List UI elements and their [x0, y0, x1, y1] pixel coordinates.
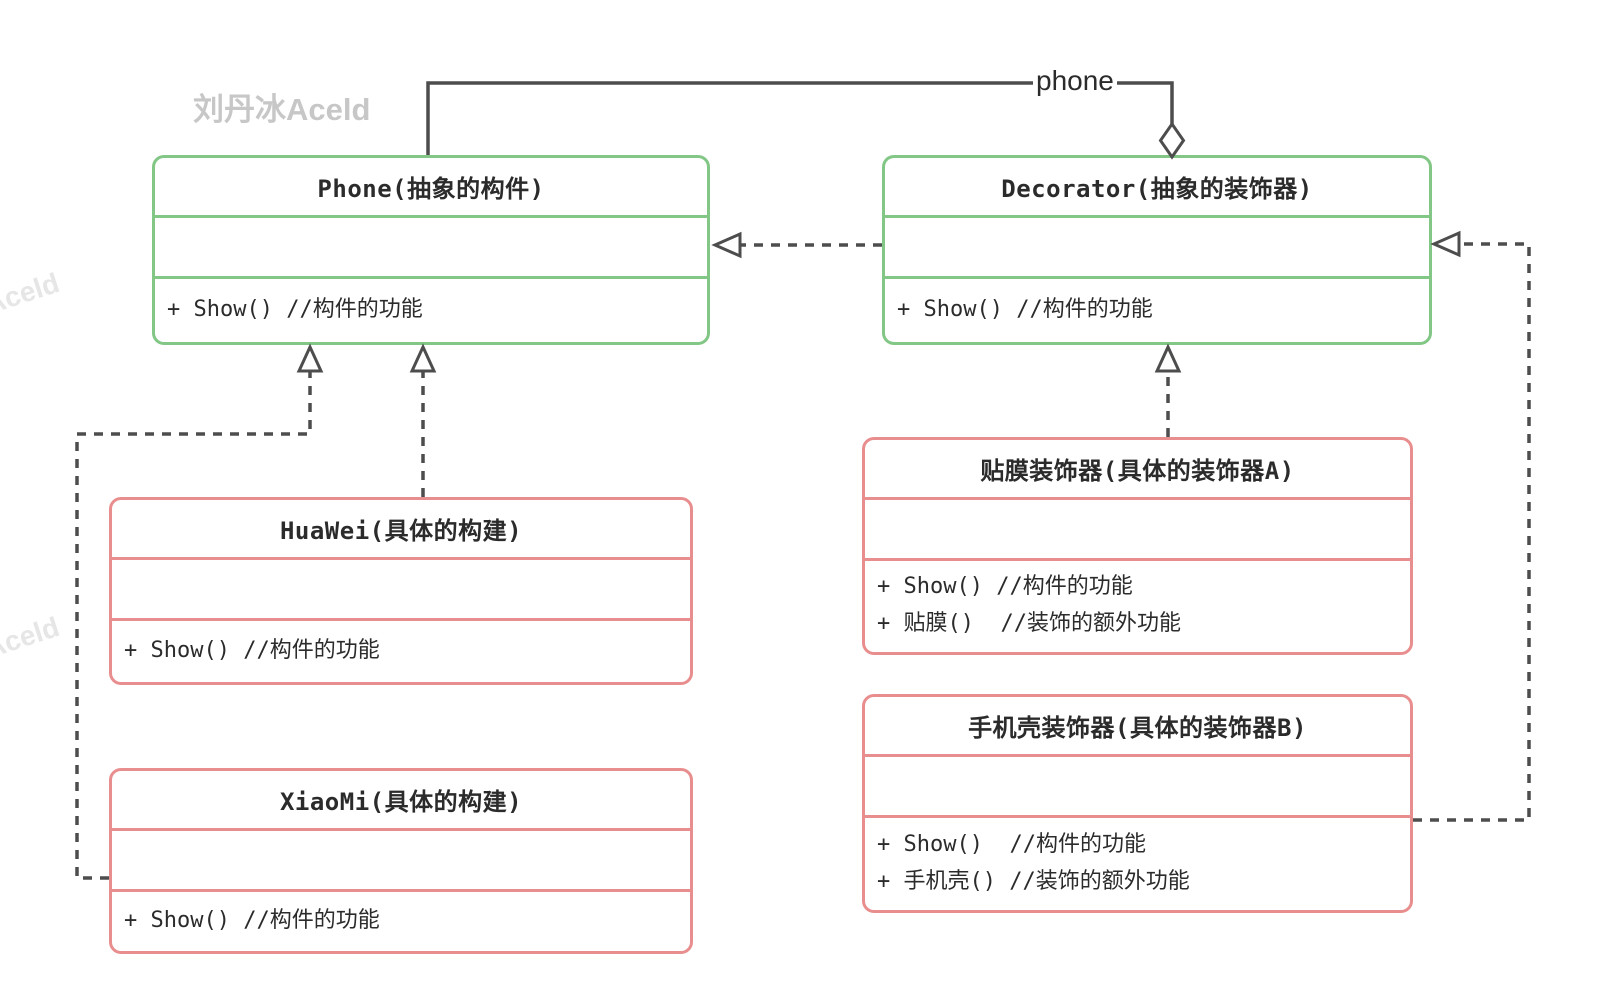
class-attrs-decorator — [885, 215, 1429, 279]
class-attrs-decorator-b — [865, 754, 1410, 818]
method-text: + Show() //构件的功能 — [877, 574, 1133, 600]
method-text: + Show() //构件的功能 — [897, 296, 1153, 322]
class-attrs-phone — [155, 215, 707, 279]
class-box-decorator: Decorator(抽象的装饰器) + Show() //构件的功能 — [882, 155, 1432, 345]
class-methods-decorator: + Show() //构件的功能 — [885, 279, 1429, 342]
class-box-huawei: HuaWei(具体的构建) + Show() //构件的功能 — [109, 497, 693, 685]
class-title-phone: Phone(抽象的构件) — [317, 175, 545, 203]
class-methods-huawei: + Show() //构件的功能 — [112, 621, 690, 682]
open-triangle-arrow-icon — [409, 343, 437, 373]
method-text: + Show() //构件的功能 — [167, 296, 423, 322]
aggregation-role-label: phone — [1033, 67, 1117, 95]
method-text: + Show() //构件的功能 — [877, 831, 1146, 857]
class-title-decorator: Decorator(抽象的装饰器) — [1001, 175, 1313, 203]
method-text: + 贴膜() //装饰的额外功能 — [877, 611, 1181, 636]
method-text: + Show() //构件的功能 — [124, 637, 380, 663]
class-attrs-decorator-a — [865, 497, 1410, 561]
open-triangle-arrow-icon — [1430, 230, 1461, 258]
class-methods-decorator-b: + Show() //构件的功能 + 手机壳() //装饰的额外功能 — [865, 818, 1410, 910]
open-triangle-arrow-icon — [1154, 343, 1182, 373]
class-title-decorator-b: 手机壳装饰器(具体的装饰器B) — [968, 714, 1307, 742]
watermark-side-top: Aceld — [0, 267, 64, 321]
class-title-huawei: HuaWei(具体的构建) — [279, 517, 523, 545]
open-triangle-arrow-icon — [296, 343, 324, 373]
class-methods-decorator-a: + Show() //构件的功能 + 贴膜() //装饰的额外功能 — [865, 561, 1410, 652]
class-attrs-xiaomi — [112, 828, 690, 892]
watermark-side-bottom: Aceld — [0, 611, 64, 665]
class-box-xiaomi: XiaoMi(具体的构建) + Show() //构件的功能 — [109, 768, 693, 954]
aggregation-diamond-icon — [1158, 121, 1186, 160]
method-text: + 手机壳() //装饰的额外功能 — [877, 868, 1190, 894]
watermark-author: 刘丹冰Aceld — [193, 92, 371, 127]
class-title-xiaomi: XiaoMi(具体的构建) — [279, 788, 523, 816]
class-box-decorator-b: 手机壳装饰器(具体的装饰器B) + Show() //构件的功能 + 手机壳()… — [862, 694, 1413, 913]
class-box-decorator-a: 贴膜装饰器(具体的装饰器A) + Show() //构件的功能 + 贴膜() /… — [862, 437, 1413, 655]
class-methods-phone: + Show() //构件的功能 — [155, 279, 707, 342]
open-triangle-arrow-icon — [711, 231, 742, 259]
method-text: + Show() //构件的功能 — [124, 907, 380, 933]
class-title-decorator-a: 贴膜装饰器(具体的装饰器A) — [980, 457, 1295, 485]
class-box-phone: Phone(抽象的构件) + Show() //构件的功能 — [152, 155, 710, 345]
class-attrs-huawei — [112, 557, 690, 621]
class-methods-xiaomi: + Show() //构件的功能 — [112, 892, 690, 951]
